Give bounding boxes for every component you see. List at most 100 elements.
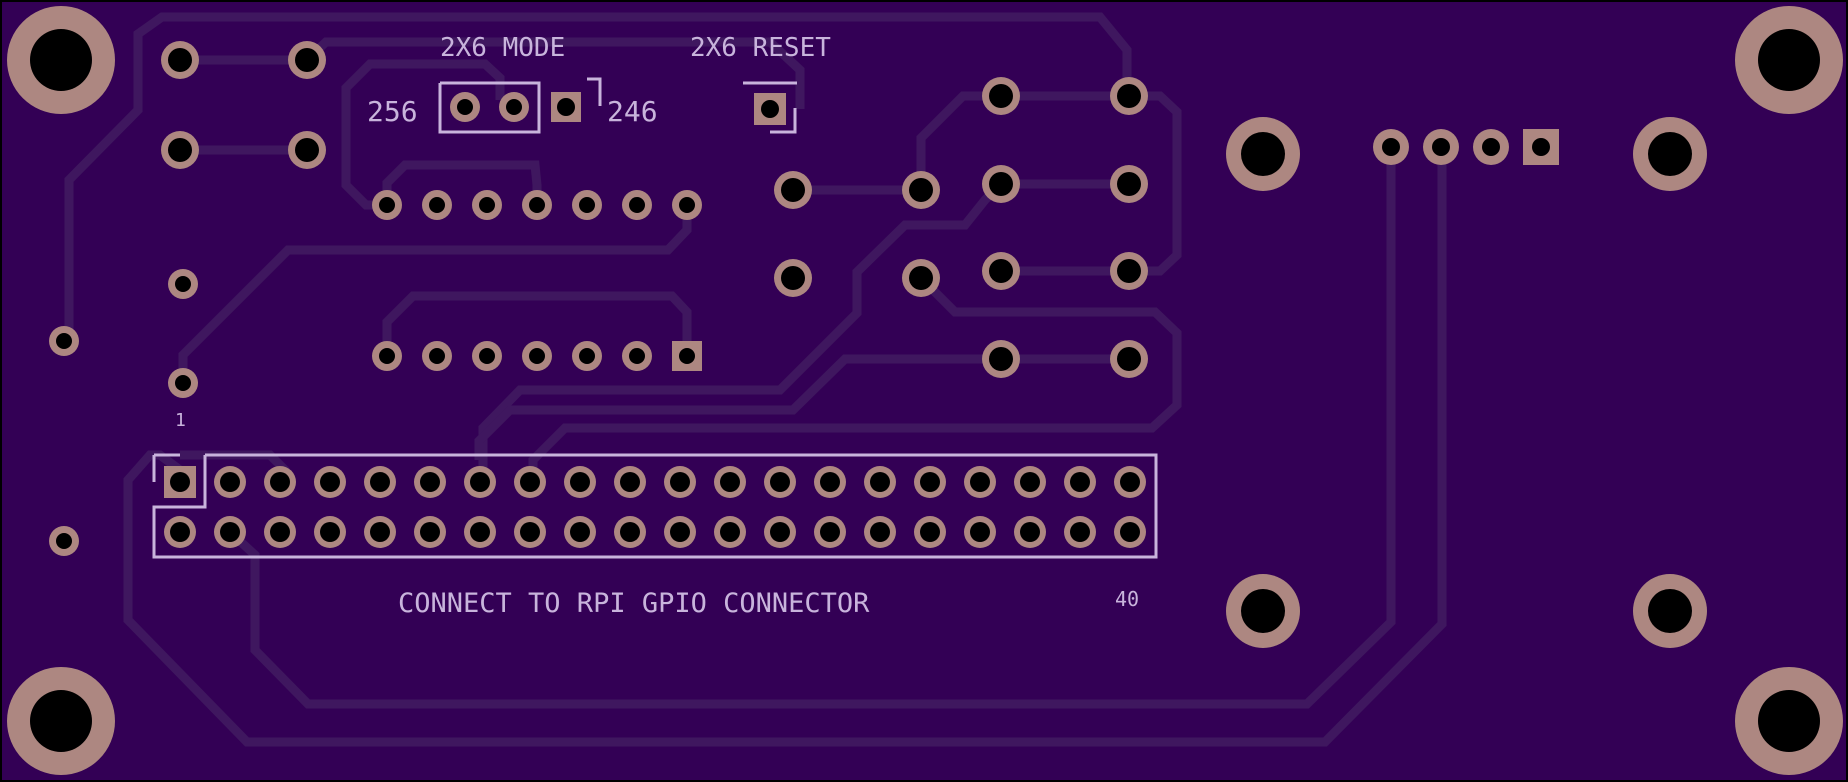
pad-drill-hole: [770, 472, 790, 492]
trace: [474, 354, 1001, 460]
pad-drill-hole: [620, 522, 640, 542]
switch-grid-pad: [1110, 77, 1148, 115]
small-pad: [168, 269, 198, 299]
pad-drill-hole: [570, 522, 590, 542]
pad-drill-hole: [970, 522, 990, 542]
gpio-pin: [764, 466, 796, 498]
pad-drill-hole: [479, 348, 495, 364]
pad-drill-hole: [506, 99, 522, 115]
ic-top-pad: [622, 190, 652, 220]
mode-title-label: 2X6 MODE: [440, 33, 565, 63]
pad-drill-hole: [970, 472, 990, 492]
pad-drill-hole: [470, 472, 490, 492]
trace: [528, 274, 1182, 482]
pad-drill-hole: [56, 333, 72, 349]
pad-drill-hole: [470, 522, 490, 542]
pad-drill-hole: [1117, 259, 1141, 283]
pad-drill-hole: [1758, 690, 1820, 752]
gpio-pin: [814, 516, 846, 548]
switch-grid-pad: [982, 340, 1020, 378]
gpio-pin: [1014, 516, 1046, 548]
pad-drill-hole: [620, 472, 640, 492]
pad-drill-hole: [270, 522, 290, 542]
gpio-pin: [964, 516, 996, 548]
gpio-pin: [214, 516, 246, 548]
pad-drill-hole: [1117, 347, 1141, 371]
gpio-pin: [764, 516, 796, 548]
pad-drill-hole: [379, 197, 395, 213]
mounting-hole: [7, 6, 115, 114]
pad-drill-hole: [1382, 138, 1400, 156]
trace: [123, 147, 1447, 747]
reset-jumper-pad-square: [754, 93, 786, 125]
gpio-pin: [314, 516, 346, 548]
gpio-pin: [464, 516, 496, 548]
gpio-pin: [1064, 466, 1096, 498]
mounting-hole: [1735, 6, 1843, 114]
trace: [226, 147, 1396, 709]
mode-jumper-pad: [499, 92, 529, 122]
gpio-pin: [164, 516, 196, 548]
mounting-hole: [1735, 667, 1843, 775]
button-pad: [902, 259, 940, 297]
gpio-pin: [364, 516, 396, 548]
pad-drill-hole: [1482, 138, 1500, 156]
small-pad: [49, 526, 79, 556]
gpio-pin: [914, 516, 946, 548]
pin40-label: 40: [1115, 587, 1139, 611]
connector-pad: [1373, 129, 1409, 165]
switch-pad: [161, 131, 199, 169]
large-pad: [1226, 574, 1300, 648]
pad-drill-hole: [320, 472, 340, 492]
gpio-pin: [614, 516, 646, 548]
pads: [7, 6, 1843, 775]
pad-drill-hole: [1241, 589, 1285, 633]
pad-drill-hole: [920, 522, 940, 542]
pad-drill-hole: [320, 522, 340, 542]
switch-grid-pad: [1110, 165, 1148, 203]
mode-jumper-pad: [450, 92, 480, 122]
pad-drill-hole: [370, 522, 390, 542]
gpio-pin: [564, 466, 596, 498]
ic-top-pad: [672, 190, 702, 220]
pad-drill-hole: [1020, 522, 1040, 542]
switch-grid-pad: [982, 165, 1020, 203]
pad-drill-hole: [175, 276, 191, 292]
pad-drill-hole: [529, 348, 545, 364]
pad-drill-hole: [781, 266, 805, 290]
pad-drill-hole: [870, 472, 890, 492]
pad-drill-hole: [989, 84, 1013, 108]
pad-drill-hole: [1120, 522, 1140, 542]
gpio-pin: [864, 466, 896, 498]
pad-drill-hole: [270, 472, 290, 492]
switch-grid-pad: [982, 77, 1020, 115]
pad-drill-hole: [720, 522, 740, 542]
trace: [303, 37, 805, 109]
gpio-pin: [614, 466, 646, 498]
pad-drill-hole: [170, 522, 190, 542]
gpio-pin: [714, 516, 746, 548]
pad-drill-hole: [670, 472, 690, 492]
pad-drill-hole: [720, 472, 740, 492]
gpio-pin: [514, 516, 546, 548]
pad-drill-hole: [1532, 138, 1550, 156]
trace: [478, 180, 1005, 482]
large-pad: [1633, 574, 1707, 648]
ic-top-pad: [472, 190, 502, 220]
ic-bottom-pad: [622, 341, 652, 371]
switch-grid-pad: [1110, 252, 1148, 290]
pad-drill-hole: [761, 100, 779, 118]
pad-drill-hole: [909, 266, 933, 290]
ic-bottom-pad: [372, 341, 402, 371]
switch-grid-pad: [982, 252, 1020, 290]
reset-title-label: 2X6 RESET: [690, 33, 831, 63]
gpio-pin: [664, 466, 696, 498]
pad-drill-hole: [370, 472, 390, 492]
large-pad: [1633, 117, 1707, 191]
ic-bottom-pad: [422, 341, 452, 371]
gpio-pin: [914, 466, 946, 498]
pad-drill-hole: [989, 259, 1013, 283]
connector-pad-square: [1523, 129, 1559, 165]
gpio-pin: [314, 466, 346, 498]
